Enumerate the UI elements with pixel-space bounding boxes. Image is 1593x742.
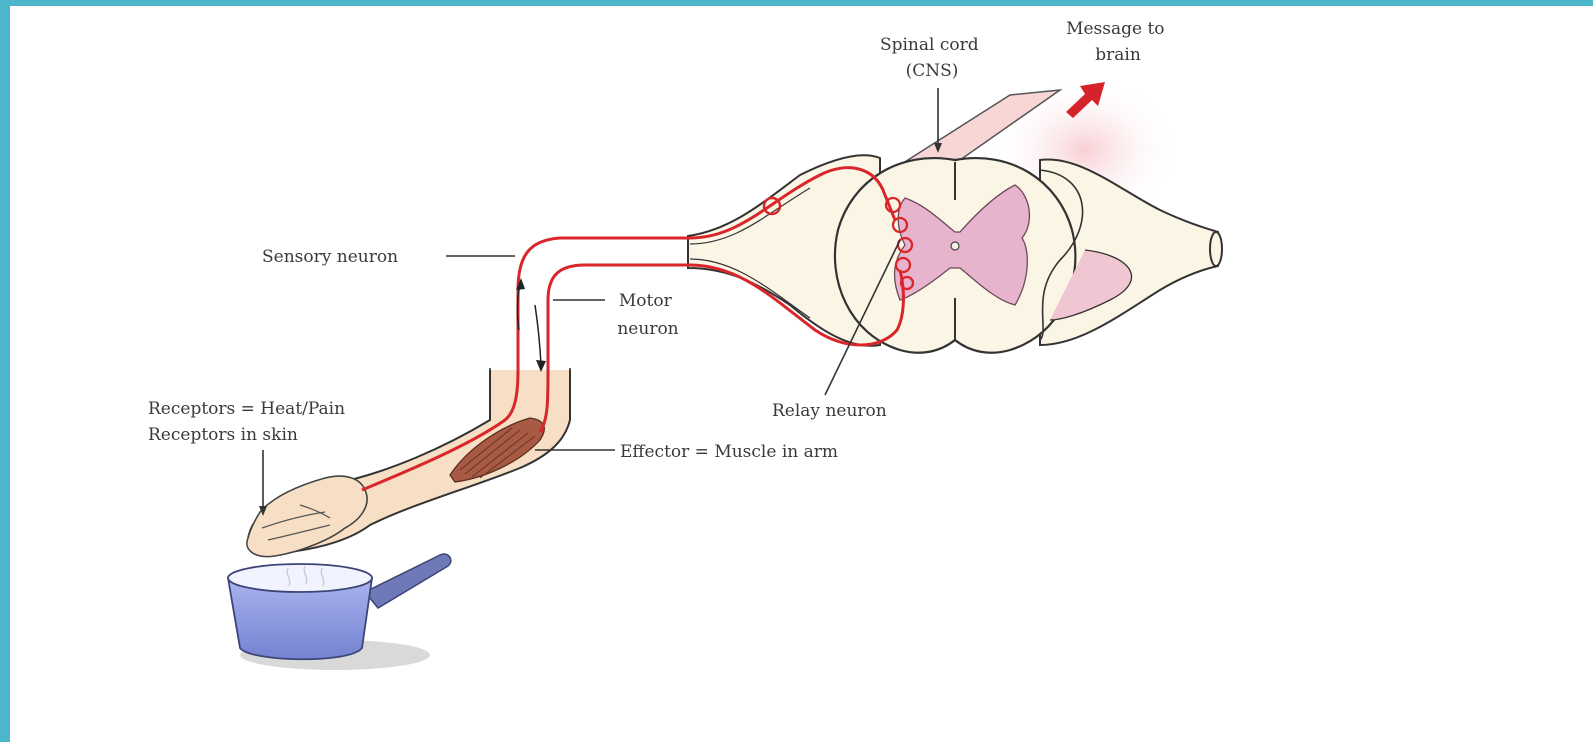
spinal-cord-label-line1: Spinal cord: [880, 35, 979, 55]
nerve-end-cap: [1210, 232, 1222, 266]
central-canal: [951, 242, 959, 250]
message-to-brain-label: Message to brain: [1066, 19, 1170, 65]
receptors-label: Receptors = Heat/Pain Receptors in skin: [148, 399, 350, 445]
message-label-line1: Message to: [1066, 19, 1164, 39]
motor-neuron-label-line2: neuron: [617, 319, 678, 339]
pot-handle: [365, 554, 451, 608]
downward-flow-arrow-icon: [535, 305, 541, 365]
receptors-label-line1: Receptors = Heat/Pain: [148, 399, 345, 419]
motor-neuron-label-line1: Motor: [619, 291, 673, 311]
spinal-cord-label-line2: (CNS): [906, 61, 959, 81]
relay-neuron-label: Relay neuron: [772, 401, 887, 421]
motor-neuron-label: Motor neuron: [617, 291, 678, 339]
sensory-neuron-label: Sensory neuron: [262, 247, 398, 267]
message-label-line2: brain: [1095, 45, 1141, 65]
hand: [247, 476, 367, 557]
pot-rim: [228, 564, 372, 592]
spinal-cord-label: Spinal cord (CNS): [880, 35, 984, 81]
effector-label: Effector = Muscle in arm: [620, 442, 838, 462]
receptors-label-line2: Receptors in skin: [148, 425, 298, 445]
